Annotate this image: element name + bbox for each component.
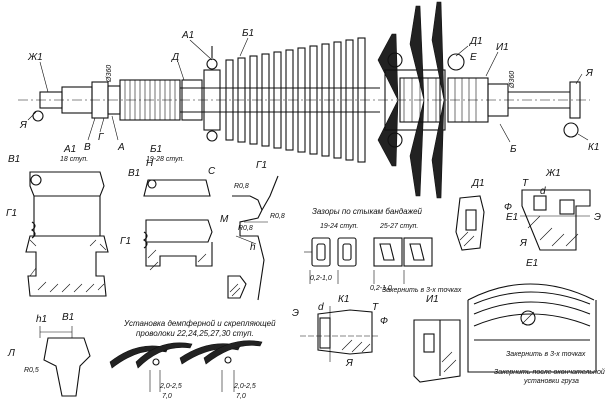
label-g: Г (98, 132, 105, 143)
label-zh1-detail: Ж1 (545, 168, 561, 179)
label-gaps-25-27: 25-27 ступ. (379, 223, 418, 230)
label-v1-seal: В1 (128, 168, 140, 179)
label-gap-range-left: 0,2-1,0 (310, 275, 332, 282)
label-h: h (250, 242, 256, 253)
label-a1-under: А1 (63, 144, 76, 155)
label-t-k1: Т (372, 302, 379, 313)
label-h1: h1 (36, 314, 47, 325)
label-f-d1: Ф (504, 202, 512, 213)
label-v1-top: В1 (8, 154, 20, 165)
wire-dim-2: 2,0-2,5 (233, 383, 256, 390)
right-journal-ribs (454, 78, 477, 122)
e1-stake-note: Закернить в 3-х точках (506, 351, 586, 358)
wire-caption-1: Установка демпферной и скрепляющей (123, 319, 276, 328)
label-gaps-19-24: 19-24 ступ. (320, 223, 358, 230)
detail-k1 (300, 306, 380, 362)
label-e: Е (470, 52, 477, 63)
label-d1: Д1 (469, 36, 483, 47)
detail-l (39, 326, 91, 397)
label-ya-right: Я (585, 68, 593, 79)
gaps-detail (304, 237, 433, 284)
label-c: С (208, 166, 216, 177)
label-ye-k1: Э (292, 308, 299, 319)
label-stage19-28: 19-28 ступ. (146, 156, 184, 163)
label-g1-profile: Г1 (256, 160, 267, 171)
gap-pair-25-27 (373, 237, 433, 267)
detail-e1 (467, 283, 597, 373)
k1-stake-note: Закернить в 3-х точках (382, 287, 462, 294)
label-r08-m: R0,8 (238, 225, 253, 232)
gap-pair-19-24 (304, 237, 357, 267)
label-b1-top: Б1 (242, 28, 254, 39)
wire-dim-1: 2,0-2,5 (159, 383, 182, 390)
rotor-assembly (18, 1, 590, 199)
label-k1-detail: К1 (338, 294, 349, 305)
label-b1-under: Б1 (150, 144, 162, 155)
wire-dim-2b: 7,0 (236, 393, 246, 400)
label-ye-d1: Э (594, 212, 601, 223)
label-a1-top: А1 (181, 30, 194, 41)
label-m: М (220, 214, 229, 225)
label-ya-d1: Я (519, 238, 527, 249)
label-d1-detail: Д1 (471, 178, 485, 189)
label-n: Н (146, 158, 154, 169)
label-r05: R0,5 (24, 367, 39, 374)
seal-detail (143, 179, 213, 271)
label-l: Л (7, 348, 15, 359)
label-dia360-left: Ø360 (106, 65, 113, 83)
journal-ribs (124, 80, 176, 120)
label-i1-detail: И1 (426, 294, 439, 305)
label-g1-bandage: Г1 (6, 208, 17, 219)
bandage-detail (25, 171, 109, 297)
e1-stake-after: Закернить после окончательной (494, 368, 605, 376)
last-stage-group (377, 1, 465, 199)
label-g1-seal: Г1 (120, 236, 131, 247)
label-ya-k1: Я (345, 358, 353, 369)
label-i1: И1 (496, 42, 509, 53)
label-e1-d1: Е1 (506, 212, 518, 223)
label-v: В (84, 142, 91, 153)
e1-stake-after2: установки груза (523, 378, 579, 385)
label-d-k1: d (318, 302, 324, 313)
gaps-title: Зазоры по стыкам бандажей (312, 207, 423, 216)
label-b: Б (510, 144, 517, 155)
stage-discs (225, 37, 366, 163)
label-gap-range-right: 0,2-1,0 (370, 285, 392, 292)
detail-i1 (413, 319, 461, 383)
wire-detail (109, 340, 263, 392)
label-d: Д (171, 52, 179, 63)
label-r08-top: R0,8 (234, 183, 249, 190)
wire-dim-1b: 7,0 (162, 393, 172, 400)
wire-caption-2: проволоки 22,24,25,27,30 ступ. (136, 329, 254, 338)
label-t-d1: Т (522, 178, 529, 189)
label-d-d1: d (540, 186, 546, 197)
detail-d1 (455, 189, 591, 251)
label-v1-bottom: В1 (62, 312, 74, 323)
label-dia360-right: Ø360 (509, 71, 516, 89)
label-k1: К1 (588, 142, 599, 153)
label-ya-left: Я (19, 120, 27, 131)
label-zh1: Ж1 (27, 52, 43, 63)
label-f-k1: Ф (380, 316, 388, 327)
label-a: А (117, 142, 125, 153)
profile-detail (227, 175, 279, 301)
label-r08-mid: R0,8 (270, 213, 285, 220)
label-e1-detail: Е1 (526, 258, 538, 269)
rotor-text: Ж1 Я В Г А А1 18 ступ. Б1 19-28 ступ. Д … (19, 28, 599, 163)
label-stage18: 18 ступ. (60, 156, 88, 163)
